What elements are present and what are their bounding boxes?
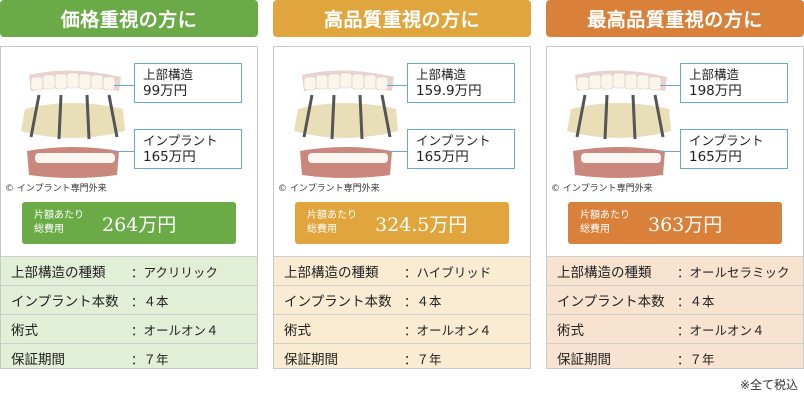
spec-value: ：７年 bbox=[677, 351, 715, 367]
total-label-line: 総費用 bbox=[307, 224, 337, 235]
spec-row: 上部構造の種類 ：ハイブリッド bbox=[274, 256, 530, 285]
upper-structure-callout: 上部構造 198万円 bbox=[680, 63, 788, 103]
implant-price: 165万円 bbox=[416, 149, 469, 165]
implant-illustration: 上部構造 198万円 インプラント 165万円 © インプラント専門外来 bbox=[547, 47, 803, 201]
callout-line bbox=[114, 151, 134, 152]
implant-illustration: 上部構造 159.9万円 インプラント 165万円 © インプラント専門外来 bbox=[274, 47, 530, 201]
spec-row: 術式 ：オールオン４ bbox=[547, 314, 803, 343]
plan-card-quality: 高品質重視の方に 上部 bbox=[273, 0, 531, 369]
total-cost-label: 片額あたり 総費用 bbox=[568, 209, 648, 237]
spec-row: インプラント本数 ：４本 bbox=[274, 285, 530, 314]
spec-key: 術式 bbox=[557, 323, 584, 339]
spec-key: 術式 bbox=[284, 323, 311, 339]
total-cost-label: 片額あたり 総費用 bbox=[22, 209, 102, 237]
copyright-note: © インプラント専門外来 bbox=[551, 184, 653, 194]
tax-included-note: ※全て税込 bbox=[739, 378, 798, 392]
spec-table: 上部構造の種類 ：アクリリック インプラント本数 ：４本 術式 ：オールオン４ 保証期… bbox=[1, 256, 257, 368]
implant-price: 165万円 bbox=[143, 149, 196, 165]
spec-value: ：アクリリック bbox=[131, 264, 218, 280]
plan-header: 価格重視の方に bbox=[0, 0, 258, 37]
total-cost-box: 片額あたり 総費用 324.5万円 bbox=[295, 202, 509, 244]
spec-key: 保証期間 bbox=[284, 352, 338, 368]
upper-structure-price: 99万円 bbox=[143, 83, 188, 99]
spec-key: 上部構造の種類 bbox=[284, 265, 379, 281]
copyright-note: © インプラント専門外来 bbox=[278, 184, 380, 194]
callout-line bbox=[660, 151, 680, 152]
total-cost-amount: 324.5万円 bbox=[375, 213, 468, 236]
total-label-line: 片額あたり bbox=[34, 210, 84, 221]
upper-structure-callout: 上部構造 159.9万円 bbox=[407, 63, 515, 103]
spec-key: 術式 bbox=[11, 323, 38, 339]
upper-structure-label: 上部構造 bbox=[689, 67, 740, 82]
upper-structure-price: 198万円 bbox=[689, 83, 742, 99]
copyright-note: © インプラント専門外来 bbox=[5, 184, 107, 194]
spec-value: ：４本 bbox=[131, 293, 169, 309]
plan-box: 上部構造 159.9万円 インプラント 165万円 © インプラント専門外来 片… bbox=[273, 46, 531, 369]
total-cost-box: 片額あたり 総費用 264万円 bbox=[22, 202, 236, 244]
spec-value: ：４本 bbox=[677, 293, 715, 309]
spec-table: 上部構造の種類 ：オールセラミック インプラント本数 ：４本 術式 ：オールオン４ 保… bbox=[547, 256, 803, 368]
total-label-line: 総費用 bbox=[34, 224, 64, 235]
implant-callout: インプラント 165万円 bbox=[134, 129, 242, 169]
callout-line bbox=[660, 85, 680, 86]
spec-row: 上部構造の種類 ：オールセラミック bbox=[547, 256, 803, 285]
total-cost-amount: 264万円 bbox=[102, 213, 177, 236]
spec-key: 保証期間 bbox=[11, 352, 65, 368]
upper-structure-callout: 上部構造 99万円 bbox=[134, 63, 242, 103]
plan-header: 最高品質重視の方に bbox=[546, 0, 804, 37]
spec-value: ：７年 bbox=[404, 351, 442, 367]
spec-key: 上部構造の種類 bbox=[557, 265, 652, 281]
implant-image bbox=[21, 70, 125, 178]
spec-value: ：オールオン４ bbox=[677, 322, 765, 338]
callout-line bbox=[114, 85, 134, 86]
total-label-line: 総費用 bbox=[580, 224, 610, 235]
spec-value: ：オールセラミック bbox=[677, 264, 790, 280]
total-cost-label: 片額あたり 総費用 bbox=[295, 209, 375, 237]
spec-key: インプラント本数 bbox=[557, 294, 665, 310]
total-cost-amount: 363万円 bbox=[648, 213, 723, 236]
spec-table: 上部構造の種類 ：ハイブリッド インプラント本数 ：４本 術式 ：オールオン４ 保証期… bbox=[274, 256, 530, 368]
spec-value: ：オールオン４ bbox=[404, 322, 492, 338]
upper-structure-price: 159.9万円 bbox=[416, 83, 482, 99]
implant-label: インプラント bbox=[143, 133, 218, 148]
implant-price: 165万円 bbox=[689, 149, 742, 165]
spec-value: ：７年 bbox=[131, 351, 169, 367]
spec-value: ：ハイブリッド bbox=[404, 264, 492, 280]
implant-illustration: 上部構造 99万円 インプラント 165万円 © インプラント専門外来 bbox=[1, 47, 257, 201]
spec-key: 上部構造の種類 bbox=[11, 265, 106, 281]
plan-card-price: 価格重視の方に 上部構 bbox=[0, 0, 258, 369]
spec-key: インプラント本数 bbox=[11, 294, 119, 310]
total-label-line: 片額あたり bbox=[307, 210, 357, 221]
implant-image bbox=[567, 70, 671, 178]
callout-line bbox=[387, 151, 407, 152]
implant-callout: インプラント 165万円 bbox=[407, 129, 515, 169]
spec-value: ：オールオン４ bbox=[131, 322, 219, 338]
spec-row: 上部構造の種類 ：アクリリック bbox=[1, 256, 257, 285]
callout-line bbox=[387, 85, 407, 86]
total-label-line: 片額あたり bbox=[580, 210, 630, 221]
plan-card-premium: 最高品質重視の方に 上 bbox=[546, 0, 804, 369]
spec-key: インプラント本数 bbox=[284, 294, 392, 310]
implant-label: インプラント bbox=[689, 133, 764, 148]
spec-value: ：４本 bbox=[404, 293, 442, 309]
plan-box: 上部構造 99万円 インプラント 165万円 © インプラント専門外来 片額あた… bbox=[0, 46, 258, 369]
spec-row: 術式 ：オールオン４ bbox=[1, 314, 257, 343]
spec-row: 保証期間 ：７年 bbox=[547, 343, 803, 368]
implant-image bbox=[294, 70, 398, 178]
upper-structure-label: 上部構造 bbox=[143, 67, 194, 82]
spec-row: 保証期間 ：７年 bbox=[274, 343, 530, 368]
spec-row: インプラント本数 ：４本 bbox=[1, 285, 257, 314]
upper-structure-label: 上部構造 bbox=[416, 67, 467, 82]
spec-row: 保証期間 ：７年 bbox=[1, 343, 257, 368]
total-cost-box: 片額あたり 総費用 363万円 bbox=[568, 202, 782, 244]
plan-box: 上部構造 198万円 インプラント 165万円 © インプラント専門外来 片額あ… bbox=[546, 46, 804, 369]
plan-header: 高品質重視の方に bbox=[273, 0, 531, 37]
spec-row: インプラント本数 ：４本 bbox=[547, 285, 803, 314]
spec-key: 保証期間 bbox=[557, 352, 611, 368]
implant-callout: インプラント 165万円 bbox=[680, 129, 788, 169]
spec-row: 術式 ：オールオン４ bbox=[274, 314, 530, 343]
implant-label: インプラント bbox=[416, 133, 491, 148]
